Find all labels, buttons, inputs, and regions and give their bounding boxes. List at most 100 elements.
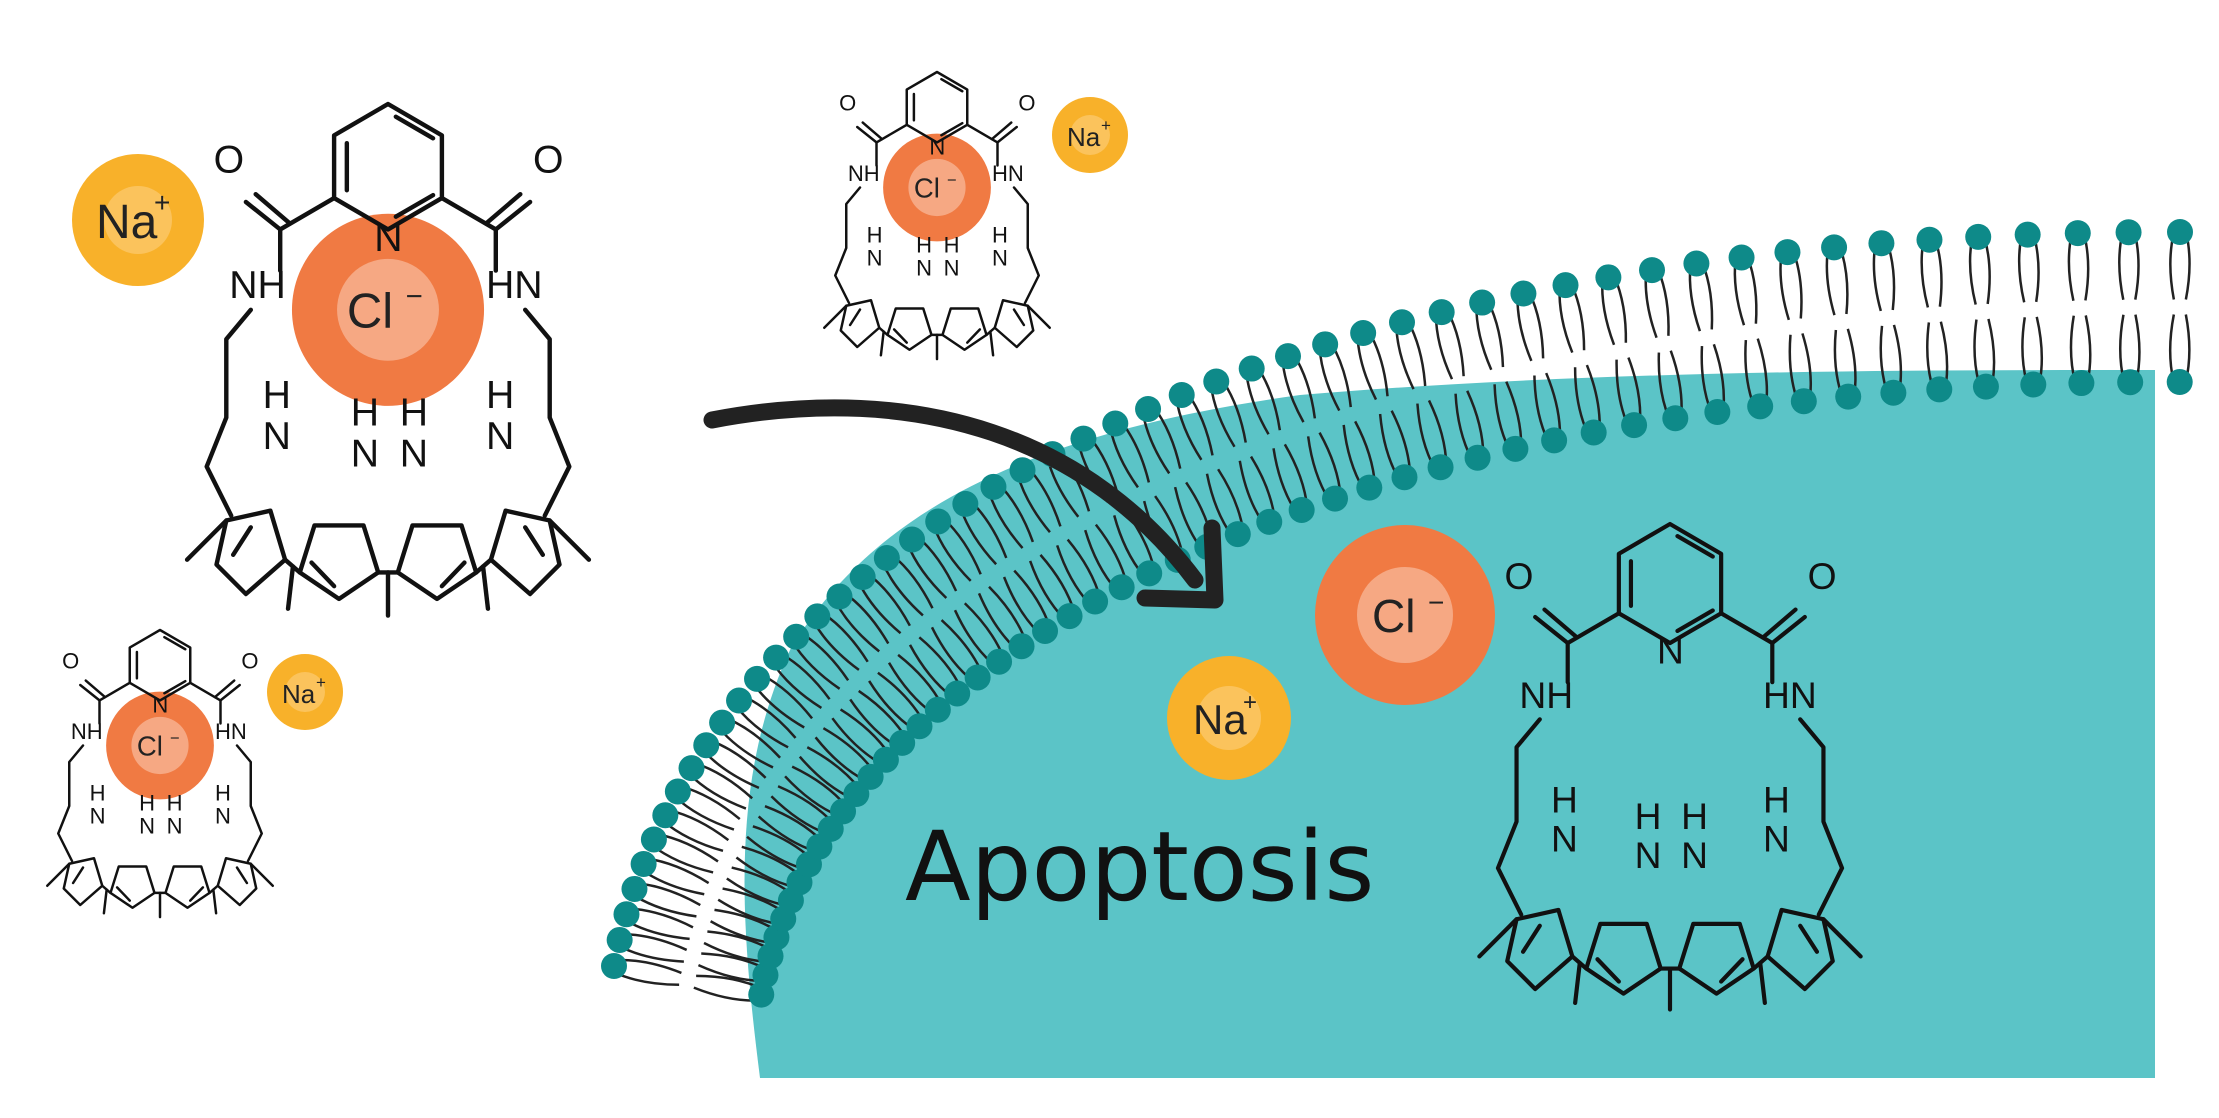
lipid-head-outer (849, 564, 876, 591)
svg-text:H: H (1763, 778, 1790, 820)
svg-text:H: H (90, 781, 106, 806)
lipid-head-outer (693, 732, 720, 759)
svg-text:N: N (929, 135, 945, 160)
lipid-head-outer (1274, 343, 1301, 370)
svg-text:−: − (406, 280, 423, 313)
lipid-head-inner (924, 696, 951, 723)
lipid-head-inner (1322, 485, 1349, 512)
cell-interior (744, 370, 2156, 1078)
pyrrole-n-3: N (400, 433, 428, 476)
lipid-head-inner (986, 648, 1013, 675)
svg-text:HN: HN (992, 161, 1024, 186)
lipid-head-outer (952, 490, 979, 517)
lipid-head-outer (1389, 309, 1415, 336)
lipid-head-inner (1032, 617, 1059, 644)
chloride-ion-released: Cl − (1315, 525, 1495, 705)
lipid-head-inner (1008, 633, 1035, 660)
lipid-head-outer (980, 473, 1007, 500)
amide-nh-right: HN (486, 264, 543, 307)
pyrrole-n-2: N (351, 433, 379, 476)
receptor-complex-large: O O N NH HN H N H N H N H N Cl − (187, 104, 589, 616)
lipid-head-inner (1621, 412, 1648, 439)
pyrrole-n-1: N (263, 415, 291, 458)
receptor-complex-small-left: O O N NH HN H N H N H N H N Cl − (46, 628, 274, 919)
lipid-head-outer (2064, 220, 2091, 247)
lipid-head-outer (1868, 230, 1895, 257)
svg-text:N: N (1763, 817, 1790, 859)
lipid-head-inner (1224, 521, 1251, 548)
sodium-ion-large: Na + (72, 154, 204, 286)
lipid-head-inner (843, 781, 870, 808)
svg-text:NH: NH (71, 719, 103, 744)
lipid-head-outer (1469, 289, 1496, 316)
svg-text:N: N (215, 804, 231, 829)
svg-text:Na: Na (1193, 696, 1247, 743)
svg-text:O: O (1808, 555, 1837, 597)
sodium-ion-small-left: Na + (267, 654, 343, 730)
lipid-head-inner (1464, 444, 1491, 471)
svg-text:N: N (1657, 630, 1684, 672)
pyrrole-h-4: H (486, 374, 514, 417)
svg-text:N: N (867, 246, 883, 271)
lipid-head-inner (2117, 369, 2144, 396)
lipid-head-inner (2166, 368, 2193, 395)
lipid-head-inner (1580, 419, 1607, 446)
lipid-head-inner (1704, 399, 1731, 426)
lipid-head-outer (621, 875, 648, 902)
svg-text:H: H (1681, 795, 1708, 837)
sodium-ion-released: Na + (1167, 656, 1291, 780)
lipid-head-outer (678, 755, 705, 782)
lipid-head-outer (606, 926, 633, 953)
lipid-head-outer (630, 851, 657, 878)
lipid-head-outer (1510, 280, 1537, 307)
lipid-head-outer (1102, 410, 1129, 437)
lipid-head-inner (1427, 454, 1454, 481)
lipid-head-outer (2167, 219, 2193, 245)
chloride-label: Cl − (347, 280, 423, 339)
svg-text:N: N (152, 693, 168, 718)
lipid-head-inner (857, 763, 884, 790)
svg-text:O: O (62, 649, 79, 674)
lipid-head-outer (1070, 425, 1097, 452)
svg-text:−: − (170, 729, 180, 747)
lipid-head-inner (1056, 603, 1083, 630)
lipid-head-inner (748, 981, 775, 1008)
chloride-ion-highlight (337, 258, 439, 361)
lipid-head-outer (1203, 368, 1230, 395)
svg-text:H: H (167, 790, 183, 815)
lipid-head-inner (1790, 388, 1817, 415)
lipid-head-inner (944, 680, 971, 707)
svg-text:O: O (1504, 555, 1533, 597)
lipid-head-outer (1728, 244, 1755, 271)
lipid-head-inner (1108, 574, 1135, 601)
svg-text:HN: HN (215, 719, 247, 744)
svg-text:+: + (316, 673, 326, 692)
lipid-head-inner (889, 729, 916, 756)
svg-text:N: N (1635, 834, 1662, 876)
lipid-head-outer (1821, 234, 1848, 261)
svg-text:−: − (1428, 587, 1444, 618)
lipid-head-outer (1312, 331, 1339, 358)
entry-arrow (703, 399, 1224, 609)
carbonyl-oxygen-left: O (214, 139, 244, 182)
lipid-head-outer (763, 644, 790, 671)
svg-text:H: H (944, 232, 960, 257)
svg-text:HN: HN (1763, 674, 1817, 716)
svg-text:−: − (947, 171, 957, 189)
svg-text:N: N (1681, 834, 1708, 876)
svg-text:H: H (916, 232, 932, 257)
svg-text:H: H (215, 781, 231, 806)
svg-text:+: + (1101, 116, 1111, 135)
lipid-head-inner (1288, 496, 1315, 523)
lipid-head-outer (899, 526, 926, 553)
svg-text:+: + (154, 187, 170, 218)
svg-text:Cl: Cl (137, 730, 163, 761)
lipid-head-inner (1926, 376, 1953, 403)
svg-text:N: N (944, 256, 960, 281)
sodium-ion-small-top: Na + (1052, 97, 1128, 173)
lipid-head-outer (652, 802, 679, 829)
lipid-head-inner (1747, 393, 1774, 420)
svg-text:H: H (139, 790, 155, 815)
